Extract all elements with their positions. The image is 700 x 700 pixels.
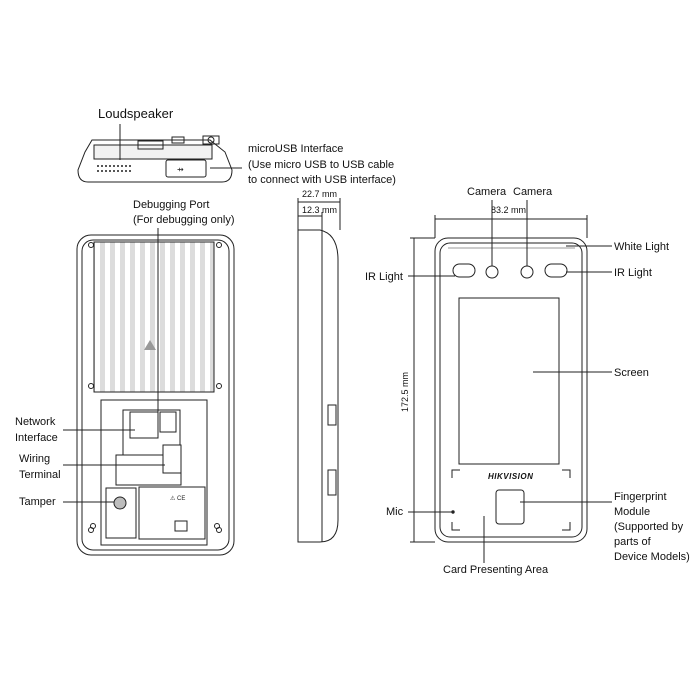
label-fingerprint-5: Device Models) (614, 551, 690, 563)
label-camera-left: Camera (467, 186, 507, 198)
dim-width: 83.2 mm (491, 205, 527, 215)
label-tamper: Tamper (19, 496, 56, 508)
back-view-device: ⚠ CE (76, 234, 235, 556)
brand-logo: HIKVISION (488, 472, 534, 481)
label-network-2: Interface (15, 432, 58, 444)
label-fingerprint-3: (Supported by (614, 521, 684, 533)
label-fingerprint-1: Fingerprint (614, 491, 667, 503)
label-loudspeaker: Loudspeaker (98, 106, 174, 121)
dim-depth-total: 22.7 mm (302, 189, 338, 199)
speaker-holes (97, 165, 131, 172)
label-card-area: Card Presenting Area (443, 564, 549, 576)
label-microusb-note1: (Use micro USB to USB cable (248, 159, 395, 171)
top-view-device: ⇸ (77, 135, 233, 183)
label-mic: Mic (386, 506, 404, 518)
svg-text:⇸: ⇸ (177, 165, 184, 174)
label-fingerprint-2: Module (614, 506, 651, 518)
label-debug-title: Debugging Port (133, 199, 210, 211)
label-white-light: White Light (614, 241, 670, 253)
label-microusb-note2: to connect with USB interface) (248, 174, 396, 186)
depth-dimension-lines (297, 198, 341, 230)
svg-text:⚠ CE: ⚠ CE (170, 495, 185, 502)
side-view-device (297, 229, 339, 543)
label-wiring-2: Terminal (19, 469, 61, 481)
label-camera-right: Camera (513, 186, 553, 198)
label-ir-light-right: IR Light (614, 267, 652, 279)
label-screen: Screen (614, 367, 649, 379)
label-wiring-1: Wiring (19, 453, 51, 465)
label-fingerprint-4: parts of (614, 536, 651, 548)
label-network-1: Network (15, 416, 56, 428)
dim-depth-body: 12.3 mm (302, 205, 338, 215)
dim-height: 172.5 mm (400, 371, 410, 412)
label-microusb-title: microUSB Interface (248, 143, 344, 155)
front-view-device (434, 237, 588, 543)
front-dimension-lines (410, 215, 588, 543)
label-debug-note: (For debugging only) (133, 214, 235, 226)
label-ir-light-left: IR Light (365, 271, 403, 283)
